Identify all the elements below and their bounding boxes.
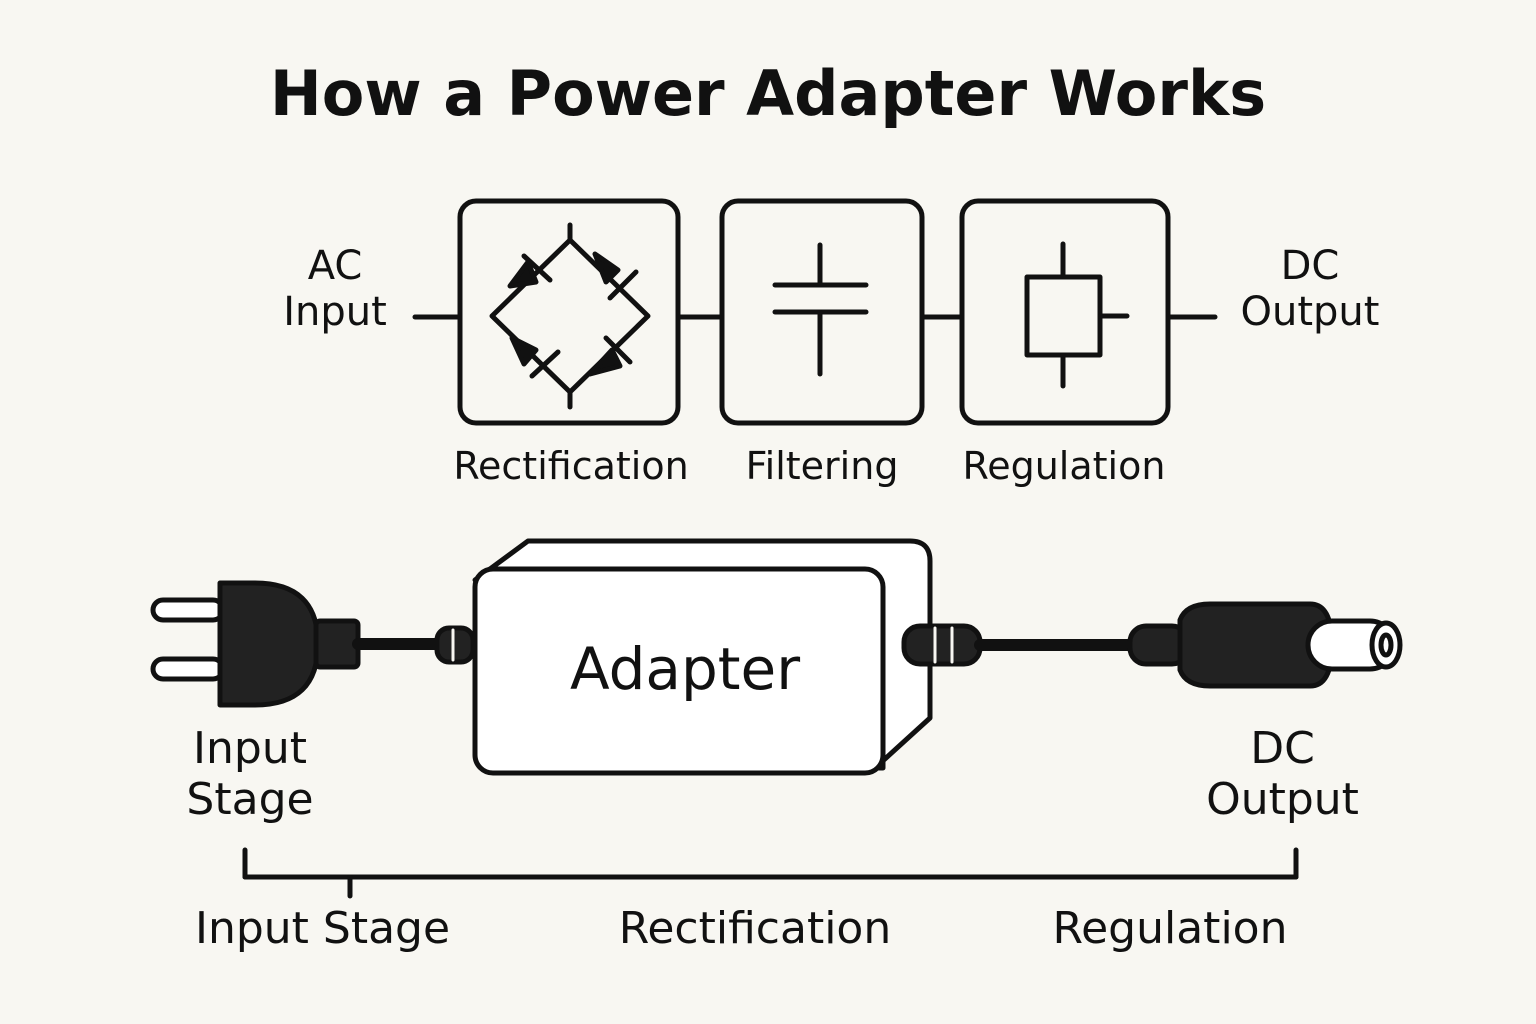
device-dc-output-label-line1: DC <box>1250 723 1315 774</box>
filtering-label: Filtering <box>745 444 899 488</box>
dc-output-label: DC Output <box>1220 243 1400 335</box>
regulation-box <box>959 198 1171 426</box>
plug-stage-label-line2: Stage <box>186 773 314 825</box>
adapter-label: Adapter <box>569 635 801 703</box>
capacitor-icon <box>772 242 869 377</box>
device-dc-output-label-line2: Output <box>1206 773 1359 825</box>
device-dc-output-label: DC Output <box>1190 723 1375 825</box>
timeline-label-regulation: Regulation <box>1052 903 1288 954</box>
stage-bracket <box>242 847 1299 899</box>
dc-output-label-line2: Output <box>1240 289 1380 335</box>
plug-stage-label-line1: Input <box>193 723 307 774</box>
regulator-icon <box>1024 241 1130 389</box>
timeline-label-rectification: Rectification <box>618 903 892 954</box>
dc-output-label-line1: DC <box>1280 243 1340 289</box>
ac-input-label: AC Input <box>265 243 405 335</box>
page-title: How a Power Adapter Works <box>269 57 1267 130</box>
filtering-box <box>719 198 925 426</box>
regulation-label: Regulation <box>962 444 1166 488</box>
ac-input-label-line1: AC <box>307 243 363 289</box>
plug-stage-label: Input Stage <box>165 723 335 825</box>
bridge-rectifier-icon <box>489 222 651 410</box>
timeline-label-input-stage: Input Stage <box>194 903 451 954</box>
adapter-brick <box>472 538 933 776</box>
rectification-box <box>457 198 681 426</box>
plug-icon <box>150 580 476 708</box>
dc-barrel-connector-icon <box>901 601 1403 689</box>
rectification-label: Rectification <box>453 444 689 488</box>
ac-input-label-line2: Input <box>283 289 387 335</box>
